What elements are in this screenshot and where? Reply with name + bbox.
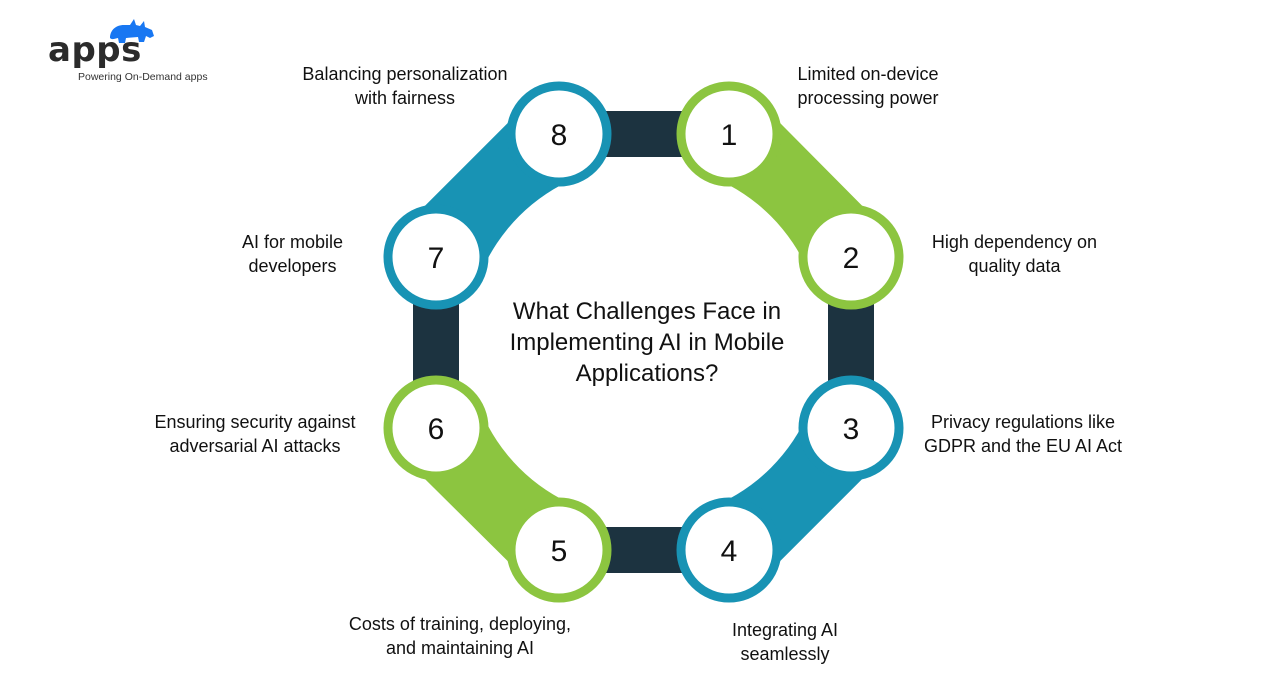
node-circle xyxy=(676,497,782,603)
node-circle xyxy=(383,375,489,481)
node-number: 3 xyxy=(843,413,860,446)
node-circle xyxy=(798,204,904,310)
node-circle xyxy=(506,81,612,187)
node-number: 8 xyxy=(551,119,568,152)
challenge-node-8: 8 xyxy=(506,81,612,187)
brand-tagline: Powering On-Demand apps xyxy=(78,71,208,83)
challenge-node-5: 5 xyxy=(506,497,612,603)
node-number: 5 xyxy=(551,535,568,568)
node-number: 4 xyxy=(721,535,738,568)
challenge-label-7: AI for mobile developers xyxy=(241,232,344,276)
center-disc xyxy=(467,164,823,520)
node-circle xyxy=(798,375,904,481)
node-number: 7 xyxy=(428,242,445,275)
node-number: 1 xyxy=(721,119,738,152)
challenge-label-5: Costs of training, deploying, and mainta… xyxy=(348,614,572,658)
challenge-node-2: 2 xyxy=(798,204,904,310)
rhino-icon xyxy=(110,19,154,43)
node-circle xyxy=(676,81,782,187)
challenge-node-4: 4 xyxy=(676,497,782,603)
challenge-node-6: 6 xyxy=(383,375,489,481)
node-circle xyxy=(506,497,612,603)
challenge-label-6: Ensuring security against adversarial AI… xyxy=(154,412,356,456)
challenge-label-4: Integrating AI seamlessly xyxy=(731,620,839,664)
challenge-label-1: Limited on-device processing power xyxy=(797,64,939,108)
challenge-node-1: 1 xyxy=(676,81,782,187)
node-number: 6 xyxy=(428,413,445,446)
challenge-label-2: High dependency on quality data xyxy=(931,232,1098,276)
challenge-node-3: 3 xyxy=(798,375,904,481)
center-title: What Challenges Face in Implementing AI … xyxy=(509,298,785,387)
node-number: 2 xyxy=(843,242,860,275)
node-circle xyxy=(383,204,489,310)
brand-logo[interactable]: apps Powering On-Demand apps xyxy=(48,16,218,86)
challenge-label-8: Balancing personalization with fairness xyxy=(302,64,508,108)
challenge-label-3: Privacy regulations like GDPR and the EU… xyxy=(923,412,1123,456)
challenge-node-7: 7 xyxy=(383,204,489,310)
brand-name: apps xyxy=(48,30,142,70)
